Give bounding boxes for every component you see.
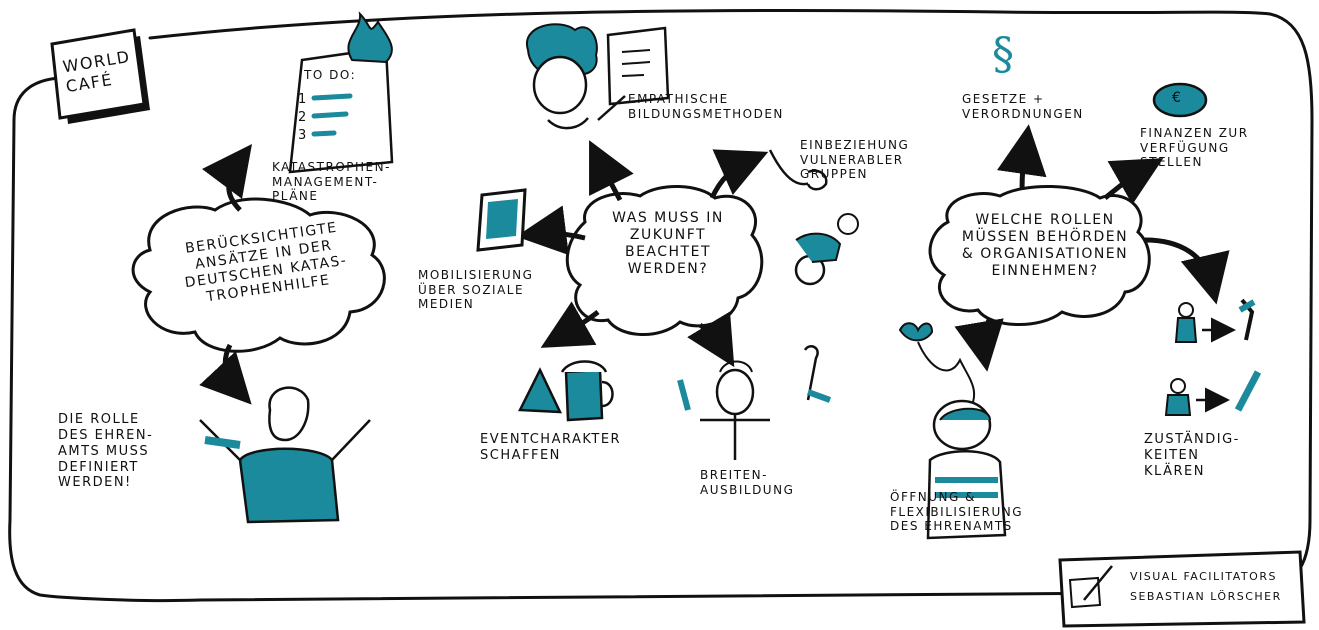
right-hub-cloud: [928, 184, 1151, 327]
open-mind-figure: [898, 322, 1007, 540]
world-cafe-sign: [50, 28, 150, 124]
label-katastrophen: KATASTROPHEN- MANAGEMENT- PLÄNE: [272, 160, 391, 204]
roles-icons: [1164, 298, 1262, 416]
arrow-right-right: [1144, 237, 1230, 305]
label-ehrenamt-rolle: DIE ROLLE DES EHREN- AMTS MUSS DEFINIERT…: [58, 412, 154, 491]
center-hub-cloud: [565, 185, 764, 336]
paragraph-icon: §: [992, 29, 1016, 80]
outer-frame: [8, 8, 1314, 603]
coin-icon: [1152, 82, 1208, 118]
arrow-left-up: [202, 143, 252, 212]
credit-line-1: VISUAL FACILITATORS: [1130, 570, 1277, 583]
arrow-left-down: [199, 343, 252, 405]
todo-item-1: 1: [298, 92, 308, 107]
arrow-center-upright: [709, 149, 769, 200]
label-finanzen: FINANZEN ZUR VERFÜGUNG STELLEN: [1140, 126, 1249, 170]
label-breitenausbildung: BREITEN- AUSBILDUNG: [700, 468, 795, 497]
label-eventcharakter: EVENTCHARAKTER SCHAFFEN: [480, 432, 622, 463]
arrow-center-up: [589, 140, 634, 202]
shrugging-figure: [199, 386, 371, 524]
todo-item-3: 3: [298, 128, 308, 143]
label-zustaendigkeiten: ZUSTÄNDIG- KEITEN KLÄREN: [1144, 432, 1240, 479]
teacher-figure: [525, 23, 670, 130]
credit-box: [1058, 550, 1306, 628]
arrow-right-upright: [1103, 158, 1164, 205]
label-gesetze: GESETZE + VERORDNUNGEN: [962, 92, 1084, 121]
arrow-center-downright: [687, 311, 735, 368]
label-oeffnung: ÖFFNUNG & FLEXIBILISIERUNG DES EHRENAMTS: [890, 490, 1024, 534]
left-hub-cloud: [131, 197, 386, 353]
euro-icon: €: [1172, 90, 1183, 106]
todo-paper: [288, 11, 394, 174]
arrow-center-left: [516, 205, 586, 256]
label-mobilisierung: MOBILISIERUNG ÜBER SOZIALE MEDIEN: [418, 268, 534, 312]
todo-title: TO DO:: [304, 68, 357, 82]
todo-item-2: 2: [298, 110, 308, 125]
label-einbeziehung: EINBEZIEHUNG VULNERABLER GRUPPEN: [800, 138, 910, 182]
cheese-beer-icon: [518, 360, 614, 422]
hub-center-text: WAS MUSS IN ZUKUNFT BEACHTET WERDEN?: [612, 210, 724, 278]
tablet-icon: [476, 188, 527, 252]
arrow-right-up: [997, 124, 1047, 191]
label-empathische: EMPATHISCHE BILDUNGSMETHODEN: [628, 92, 784, 121]
wheelchair-group: [768, 149, 859, 286]
arrow-center-downleft: [540, 301, 600, 348]
hub-right-text: WELCHE ROLLEN MÜSSEN BEHÖRDEN & ORGANISA…: [961, 212, 1129, 280]
arrow-right-down: [954, 316, 1004, 372]
multitool-figure: [677, 345, 832, 460]
credit-line-2: SEBASTIAN LÖRSCHER: [1130, 590, 1282, 603]
flame-icon: [347, 11, 393, 64]
